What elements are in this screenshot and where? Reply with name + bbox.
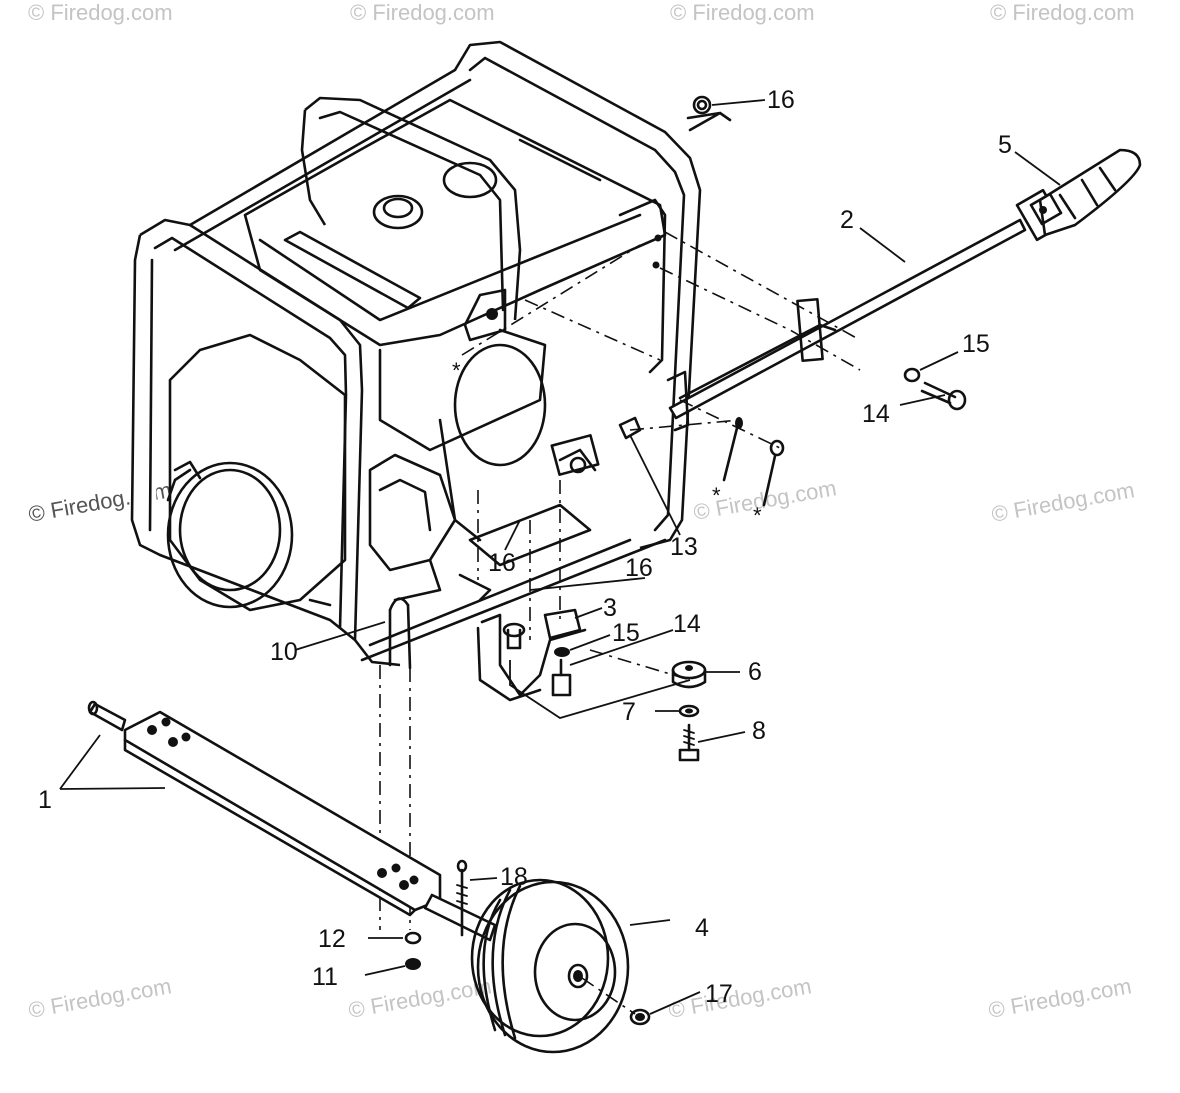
callout-13: 13	[670, 533, 698, 561]
asterisk-markers: * * *	[452, 358, 762, 528]
callout-labels: 1 2 3 4 5 6 7 8 10 11 12 13 14 14 15 15 …	[38, 86, 1012, 1008]
callout-5: 5	[998, 131, 1012, 159]
watermark: © Firedog.com	[28, 0, 173, 25]
mount-hardware	[476, 608, 707, 762]
callout-18: 18	[500, 863, 528, 891]
axle-wheel-assembly	[87, 700, 651, 1054]
callout-7: 7	[622, 698, 636, 726]
watermark: © Firedog.com	[350, 0, 495, 25]
watermark: © Firedog.com	[667, 973, 814, 1023]
leader-lines	[59, 99, 1061, 1015]
callout-2: 2	[840, 206, 854, 234]
callout-16-base: 16	[625, 554, 653, 582]
generator-frame	[130, 40, 702, 670]
callout-14-mount: 14	[673, 610, 701, 638]
watermark: © Firedog.com	[27, 973, 174, 1023]
callout-12: 12	[318, 925, 346, 953]
callout-10: 10	[270, 638, 298, 666]
watermark: © Firedog.com	[990, 0, 1135, 25]
callout-15-mount: 15	[612, 619, 640, 647]
callout-16-center: 16	[488, 549, 516, 577]
asterisk-marker: *	[753, 503, 762, 528]
watermark: © Firedog.com	[347, 973, 494, 1023]
callout-17: 17	[705, 980, 733, 1008]
callout-14-handle: 14	[862, 400, 890, 428]
callout-3: 3	[603, 594, 617, 622]
callout-15-handle: 15	[962, 330, 990, 358]
callout-8: 8	[752, 717, 766, 745]
asterisk-marker: *	[712, 483, 721, 508]
callout-1: 1	[38, 786, 52, 814]
handle-assembly	[666, 148, 1142, 432]
asterisk-marker: *	[452, 358, 461, 383]
callout-6: 6	[748, 658, 762, 686]
watermark: © Firedog.com	[670, 0, 815, 25]
callout-11: 11	[312, 963, 338, 991]
callout-4: 4	[695, 914, 709, 942]
watermark: © Firedog.com	[987, 973, 1134, 1023]
watermark: © Firedog.com	[990, 477, 1137, 527]
callout-16-top: 16	[767, 86, 795, 114]
